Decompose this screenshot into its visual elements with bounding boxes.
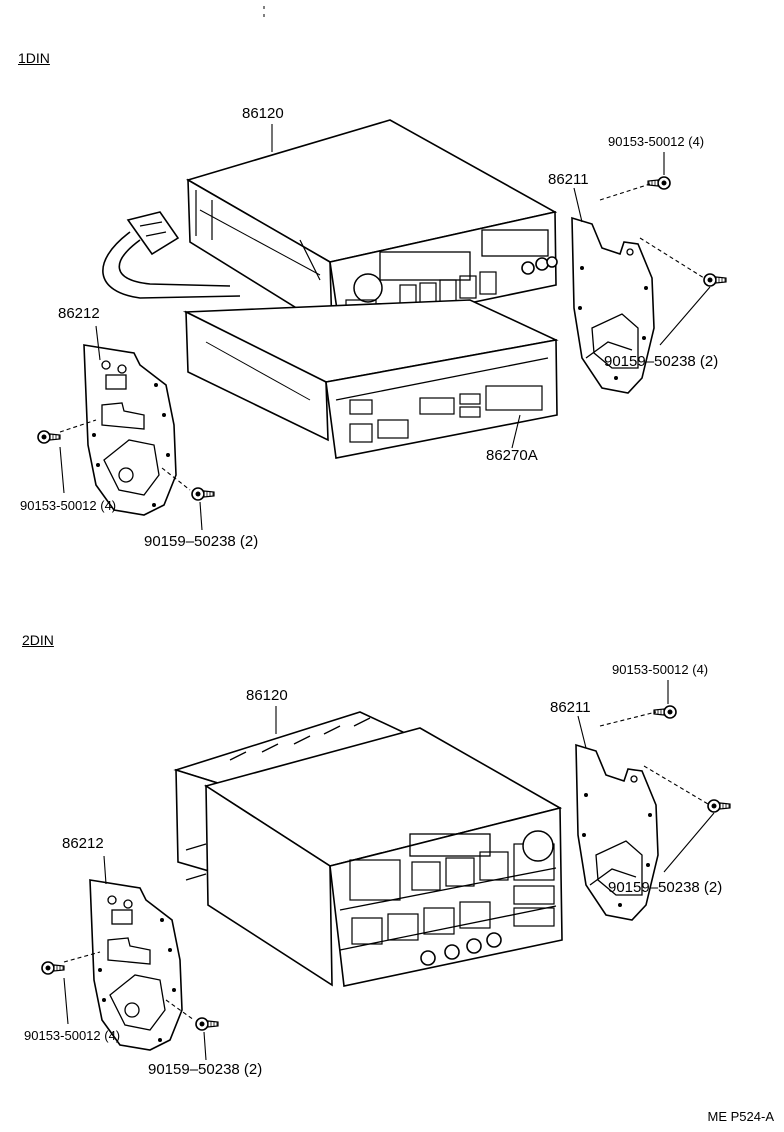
- label-head-unit-1din: 86120: [242, 105, 284, 122]
- reference-code: ME P524-A: [707, 1109, 774, 1124]
- label-lower-unit-1din: 86270A: [486, 447, 538, 464]
- bracket-left-2din: [89, 879, 183, 1051]
- section-heading-2din: 2DIN: [22, 632, 54, 648]
- head-unit-2din: [173, 711, 563, 987]
- section-2din-drawing: [41, 680, 731, 1061]
- label-bracket-right-1din: 86211: [548, 171, 589, 188]
- label-bracket-right-2din: 86211: [550, 699, 591, 716]
- label-screw-right-top-1din: 90153-50012 (4): [608, 134, 705, 149]
- bracket-left-1din: [83, 344, 177, 516]
- label-screw-right-side-2din: 90159–50238 (2): [608, 879, 723, 896]
- label-screw-right-top-2din: 90153-50012 (4): [612, 662, 709, 677]
- leader-lines-1din: [59, 124, 711, 531]
- label-screw-left-side-2din: 90153-50012 (4): [24, 1028, 121, 1043]
- label-bracket-left-2din: 86212: [62, 835, 104, 852]
- label-screw-left-bottom-1din: 90159–50238 (2): [144, 533, 259, 550]
- head-unit-1din: [185, 119, 558, 332]
- label-screw-right-side-1din: 90159–50238 (2): [604, 353, 719, 370]
- wire-harness-1din: [102, 211, 241, 299]
- label-head-unit-2din: 86120: [246, 687, 288, 704]
- label-bracket-left-1din: 86212: [58, 305, 100, 322]
- label-screw-left-bottom-2din: 90159–50238 (2): [148, 1061, 263, 1078]
- label-screw-left-side-1din: 90153-50012 (4): [20, 498, 117, 513]
- lower-unit-1din: [182, 299, 559, 459]
- section-1din-drawing: [37, 119, 727, 531]
- section-heading-1din: 1DIN: [18, 50, 50, 66]
- leader-lines-2din: [63, 680, 715, 1061]
